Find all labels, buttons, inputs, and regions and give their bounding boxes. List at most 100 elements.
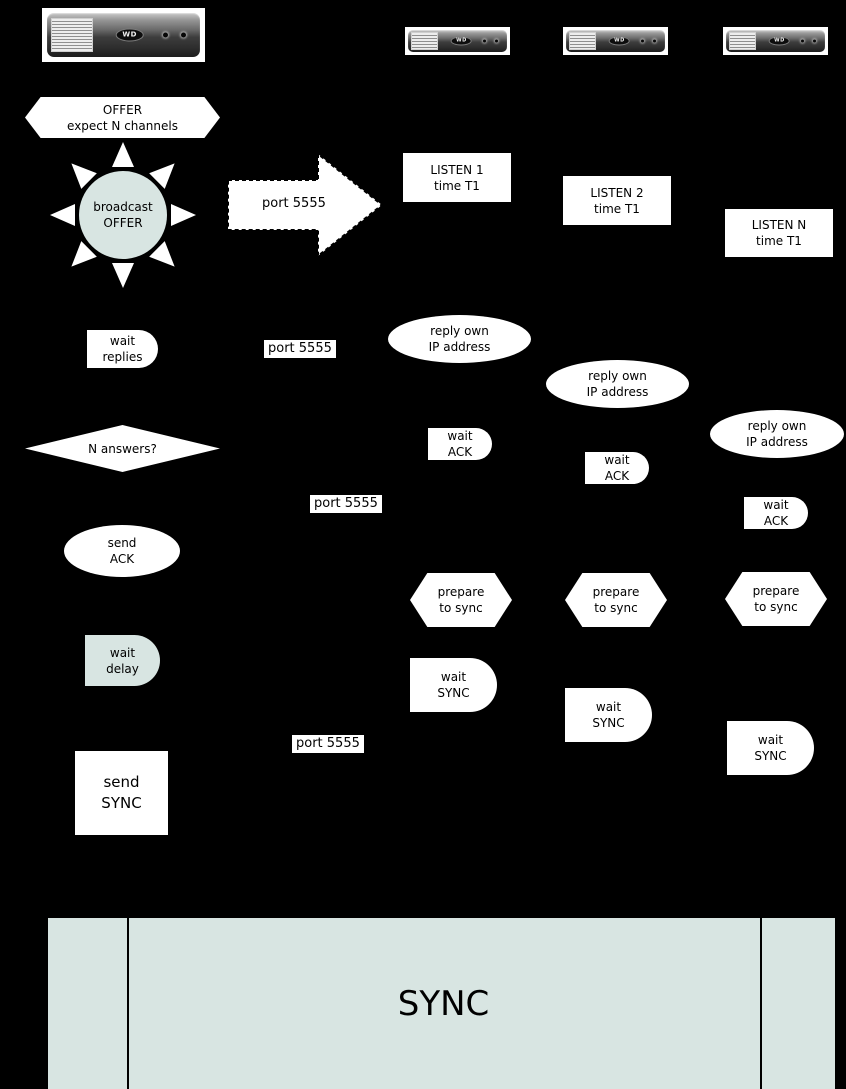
sync-bar-divider-left [127, 918, 129, 1089]
listen2-line1: LISTEN 2 [590, 185, 644, 200]
listen1-line1: LISTEN 1 [430, 162, 484, 177]
device-body: WD [566, 29, 665, 53]
replyN-line2: IP address [746, 435, 808, 449]
wait-syncN-line2: SYNC [754, 749, 787, 763]
listenN-line1: LISTEN N [751, 218, 807, 232]
reply-ellipse-n: reply own IP address [710, 410, 844, 458]
wait-replies-line2: replies [102, 350, 143, 364]
reply2-line2: IP address [586, 385, 649, 399]
listen1-line2: time T1 [434, 178, 480, 193]
arrow-port-label: port 5555 [262, 196, 326, 211]
wait-delay-shape: wait delay [85, 635, 160, 686]
wd-logo: WD [451, 36, 472, 46]
reply1-line1: reply own [430, 324, 489, 338]
prepare2-line1: prepare [592, 585, 640, 599]
broadcast-arrow: port 5555 [226, 150, 386, 260]
wd-device-client-n: WD [723, 27, 828, 55]
sync-bar: SYNC [48, 918, 835, 1089]
reply2-line1: reply own [588, 369, 647, 383]
device-button-icon [801, 39, 805, 43]
port-label-3: port 5555 [292, 735, 364, 753]
prepare1-line1: prepare [437, 585, 485, 599]
prepare1-line2: to sync [439, 601, 483, 615]
device-body: WD [408, 29, 507, 53]
n-answers-text: N answers? [88, 441, 157, 456]
device-button-icon [162, 32, 168, 38]
listen-box-2: LISTEN 2 time T1 [563, 176, 671, 225]
send-ack-line2: ACK [109, 552, 135, 566]
device-label-sticker [411, 32, 438, 50]
offer-line1: OFFER [102, 102, 143, 117]
reply-ellipse-2: reply own IP address [546, 360, 689, 408]
reply1-line2: IP address [428, 340, 491, 354]
send-ack-ellipse: send ACK [64, 525, 180, 577]
device-button-icon [652, 39, 656, 43]
replyN-line1: reply own [747, 419, 807, 433]
wd-logo-text: WD [122, 30, 137, 39]
device-body: WD [726, 29, 825, 53]
send-sync-box: send SYNC [75, 751, 168, 835]
wait-ack2-line2: ACK [604, 469, 630, 483]
device-button-icon [483, 39, 487, 43]
broadcast-sun: broadcast OFFER [48, 140, 198, 290]
wait-delay-line2: delay [106, 661, 139, 676]
prepare-hex-1: prepare to sync [410, 573, 512, 627]
wait-sync2-line1: wait [595, 700, 622, 714]
wait-replies-line1: wait [109, 334, 136, 348]
wait-ack-n: wait ACK [744, 497, 808, 529]
wait-delay-line1: wait [109, 645, 136, 660]
broadcast-line2: OFFER [103, 216, 143, 230]
device-button-icon [641, 39, 645, 43]
listen-box-1: LISTEN 1 time T1 [403, 153, 511, 202]
wd-logo-text: WD [456, 37, 467, 44]
device-button-icon [181, 32, 187, 38]
port-label-1: port 5555 [264, 340, 336, 358]
wd-logo: WD [609, 36, 630, 46]
wd-device-master: WD [42, 8, 205, 62]
reply-ellipse-1: reply own IP address [388, 315, 531, 363]
listenN-line2: time T1 [756, 234, 802, 248]
wd-logo: WD [769, 36, 790, 46]
wd-logo-text: WD [774, 37, 785, 44]
wait-ackN-line1: wait [763, 498, 789, 512]
send-sync-line2: SYNC [101, 794, 142, 812]
wait-sync-1: wait SYNC [410, 658, 497, 712]
wd-device-client-1: WD [405, 27, 510, 55]
sync-bar-label: SYNC [397, 983, 490, 1024]
prepare-hex-n: prepare to sync [725, 572, 827, 626]
device-label-sticker [51, 17, 93, 53]
device-button-icon [494, 39, 498, 43]
wait-sync2-line2: SYNC [592, 716, 625, 730]
send-ack-line1: send [107, 536, 137, 550]
device-label-sticker [569, 32, 596, 50]
broadcast-circle: broadcast OFFER [48, 140, 198, 290]
device-label-sticker [729, 32, 756, 50]
prepareN-line1: prepare [752, 584, 800, 598]
wait-sync1-line2: SYNC [437, 686, 470, 700]
sync-bar-divider-right [760, 918, 762, 1089]
wait-ack1-line2: ACK [447, 445, 473, 459]
wait-sync1-line1: wait [440, 670, 467, 684]
wait-ackN-line2: ACK [763, 514, 789, 528]
wait-sync-2: wait SYNC [565, 688, 652, 742]
wd-logo: WD [115, 28, 144, 42]
device-body: WD [46, 13, 201, 57]
wait-ack-1: wait ACK [428, 428, 492, 460]
prepare2-line2: to sync [594, 601, 638, 615]
n-answers-diamond: N answers? [25, 425, 220, 472]
prepareN-line2: to sync [754, 600, 798, 614]
wait-syncN-line1: wait [757, 733, 784, 747]
broadcast-rays-icon [50, 142, 196, 288]
broadcast-line1: broadcast [93, 200, 153, 214]
wait-ack-2: wait ACK [585, 452, 649, 484]
prepare-hex-2: prepare to sync [565, 573, 667, 627]
listen2-line2: time T1 [594, 201, 640, 216]
wait-ack1-line1: wait [447, 429, 473, 443]
wait-sync-n: wait SYNC [727, 721, 814, 775]
wait-replies-shape: wait replies [87, 330, 158, 368]
offer-hexagon: OFFER expect N channels [25, 97, 220, 138]
wd-device-client-2: WD [563, 27, 668, 55]
offer-line2: expect N channels [67, 118, 178, 133]
wd-logo-text: WD [614, 37, 625, 44]
port-label-2: port 5555 [310, 495, 382, 513]
